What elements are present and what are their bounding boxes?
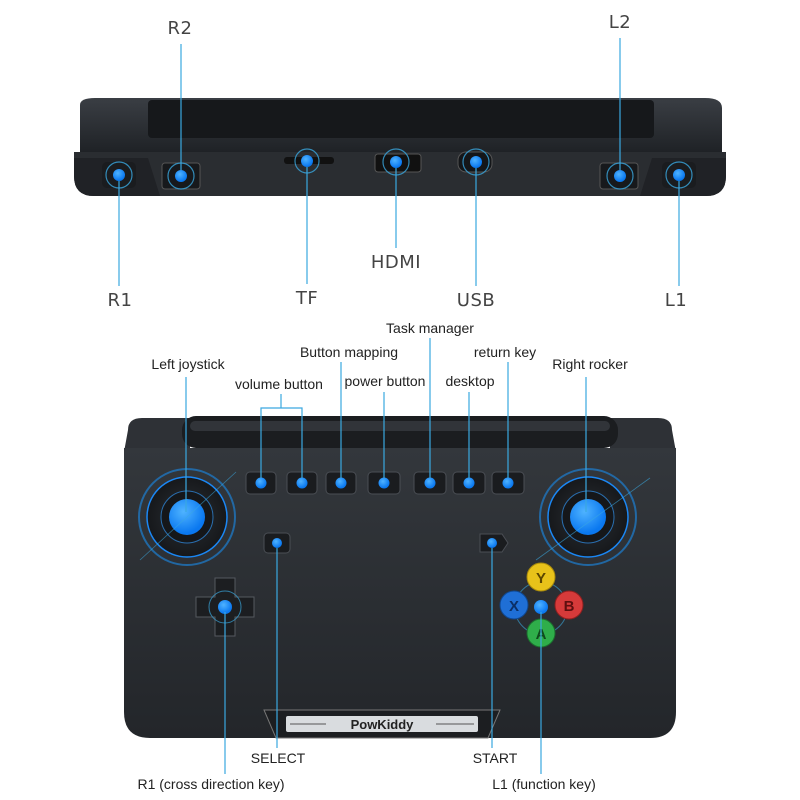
left-shoulder-cap — [124, 418, 190, 452]
b-button[interactable]: B — [554, 590, 584, 620]
label-right-rocker: Right rocker — [552, 356, 628, 372]
x-button-letter: X — [509, 598, 519, 615]
front-view: Y X B A PowKiddy — [124, 338, 676, 774]
label-l1-function-key: L1 (function key) — [492, 776, 596, 792]
usb-port[interactable] — [457, 148, 493, 176]
l2-trigger-button[interactable] — [599, 162, 639, 190]
label-power-button: power button — [344, 373, 426, 389]
label-tf: TF — [295, 288, 319, 309]
face-buttons: Y X B A — [499, 562, 584, 648]
x-button[interactable]: X — [499, 590, 529, 620]
top-screen-rail — [148, 100, 654, 138]
power-button[interactable] — [367, 471, 401, 495]
cross-direction-key[interactable] — [195, 577, 255, 637]
label-desktop: desktop — [445, 373, 495, 389]
device-body — [124, 448, 676, 738]
tf-card-slot[interactable] — [284, 148, 334, 174]
label-r1-cross-direction-key: R1 (cross direction key) — [137, 776, 285, 792]
hdmi-port[interactable] — [374, 148, 422, 176]
start-button[interactable] — [479, 533, 509, 553]
label-return-key: return key — [473, 344, 537, 360]
right-rocker[interactable] — [535, 468, 651, 566]
label-task-manager: Task manager — [386, 320, 474, 336]
label-start: START — [472, 750, 518, 766]
top-edge-view — [74, 38, 726, 286]
brand-plate: PowKiddy — [263, 709, 501, 739]
label-usb: USB — [456, 290, 496, 311]
function-key-dot — [534, 600, 548, 614]
y-button-letter: Y — [536, 570, 546, 587]
label-volume-button: volume button — [235, 376, 323, 392]
label-button-mapping: Button mapping — [299, 344, 399, 360]
label-r1: R1 — [107, 290, 133, 311]
label-r2: R2 — [167, 18, 193, 39]
return-key-button[interactable] — [491, 471, 525, 495]
front-leader-lines — [185, 338, 587, 774]
brand-logo-text: PowKiddy — [351, 717, 415, 732]
y-button[interactable]: Y — [526, 562, 556, 592]
label-l1: L1 — [664, 290, 688, 311]
task-manager-button[interactable] — [413, 471, 447, 495]
hinge-bar — [182, 416, 618, 448]
label-hdmi: HDMI — [370, 252, 422, 273]
label-l2: L2 — [608, 12, 632, 33]
label-select: SELECT — [250, 750, 306, 766]
b-button-letter: B — [564, 598, 575, 615]
label-left-joystick: Left joystick — [151, 356, 225, 372]
right-shoulder-cap — [610, 418, 676, 452]
desktop-button[interactable] — [452, 471, 486, 495]
top-leader-lines — [118, 38, 680, 286]
left-joystick[interactable] — [138, 468, 237, 566]
